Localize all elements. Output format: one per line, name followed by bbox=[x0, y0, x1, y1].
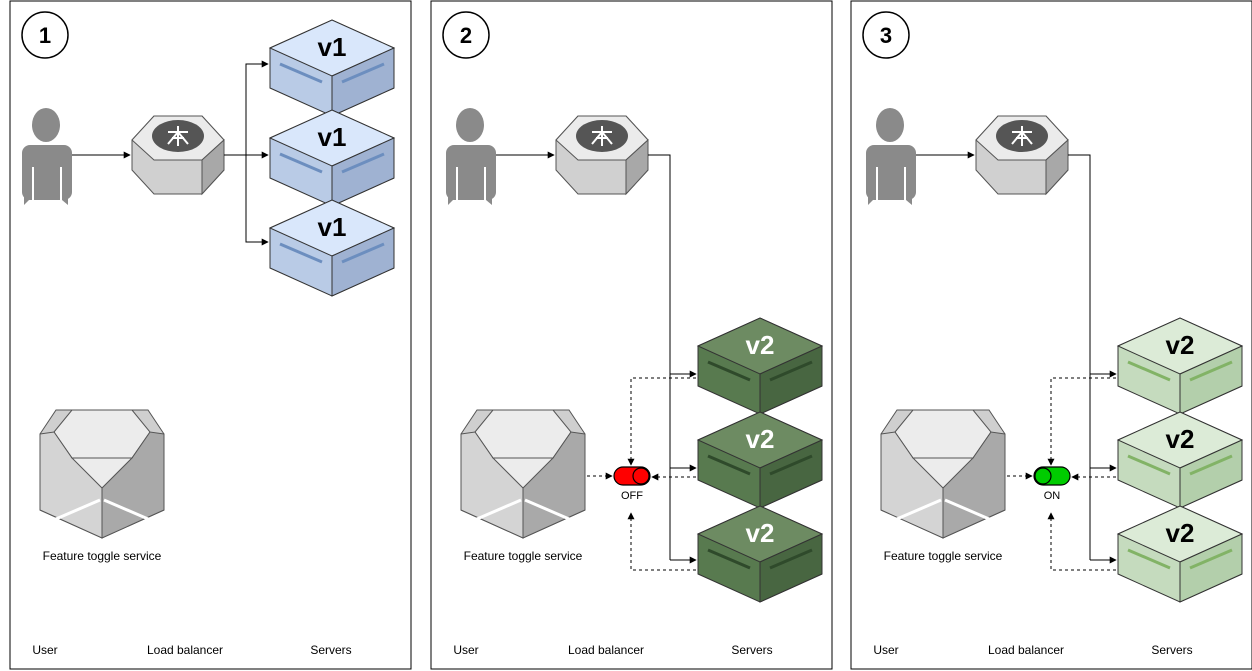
feature-toggle-service-icon bbox=[39, 409, 165, 539]
lb-to-server-1-arrow bbox=[245, 60, 269, 155]
step-number-circle bbox=[21, 11, 69, 59]
step-number-circle bbox=[862, 11, 910, 59]
lb-to-server-3-arrow bbox=[245, 155, 269, 246]
server-version-label: v1 bbox=[318, 212, 347, 242]
toggle-state-label: ON bbox=[1044, 490, 1061, 502]
server-version-label: v2 bbox=[1166, 330, 1195, 360]
feature-toggle-service-label: Feature toggle service bbox=[43, 549, 162, 563]
servers-caption: Servers bbox=[731, 643, 772, 657]
server-3-to-toggle-arrow bbox=[627, 512, 696, 571]
load-balancer-icon bbox=[131, 115, 225, 196]
feature-toggle-service-label: Feature toggle service bbox=[884, 549, 1003, 563]
server-1-to-toggle-arrow bbox=[627, 377, 696, 466]
toggle-switch-off bbox=[613, 466, 651, 486]
server-version-label: v2 bbox=[1166, 518, 1195, 548]
server-version-label: v1 bbox=[318, 122, 347, 152]
user-icon bbox=[22, 108, 72, 205]
load-balancer-icon bbox=[975, 115, 1069, 196]
server-node: v2 bbox=[1116, 505, 1244, 603]
server-version-label: v2 bbox=[746, 330, 775, 360]
server-node: v2 bbox=[696, 505, 824, 603]
user-caption: User bbox=[32, 643, 57, 657]
server-node: v2 bbox=[1116, 411, 1244, 509]
server-node: v1 bbox=[268, 109, 396, 207]
server-node: v2 bbox=[696, 317, 824, 415]
load-balancer-caption: Load balancer bbox=[147, 643, 223, 657]
server-1-to-toggle-arrow bbox=[1047, 377, 1116, 466]
load-balancer-caption: Load balancer bbox=[568, 643, 644, 657]
step-number: 3 bbox=[880, 23, 892, 48]
server-3-to-toggle-arrow bbox=[1047, 512, 1116, 571]
toggle-state-label: OFF bbox=[621, 490, 643, 502]
step-number: 2 bbox=[460, 23, 472, 48]
user-caption: User bbox=[453, 643, 478, 657]
servers-caption: Servers bbox=[1151, 643, 1192, 657]
server-node: v2 bbox=[696, 411, 824, 509]
step-number: 1 bbox=[39, 23, 51, 48]
load-balancer-icon bbox=[555, 115, 649, 196]
servers-caption: Servers bbox=[310, 643, 351, 657]
server-version-label: v2 bbox=[1166, 424, 1195, 454]
server-version-label: v2 bbox=[746, 518, 775, 548]
step-number-circle bbox=[442, 11, 490, 59]
server-version-label: v2 bbox=[746, 424, 775, 454]
lb-trunk-line bbox=[1068, 154, 1091, 560]
user-icon bbox=[446, 108, 496, 205]
server-node: v2 bbox=[1116, 317, 1244, 415]
server-version-label: v1 bbox=[318, 32, 347, 62]
feature-toggle-service-label: Feature toggle service bbox=[464, 549, 583, 563]
feature-toggle-service-icon bbox=[880, 409, 1006, 539]
user-caption: User bbox=[873, 643, 898, 657]
server-node: v1 bbox=[268, 19, 396, 117]
toggle-switch-on bbox=[1033, 466, 1071, 486]
load-balancer-caption: Load balancer bbox=[988, 643, 1064, 657]
user-icon bbox=[866, 108, 916, 205]
lb-trunk-line bbox=[648, 154, 671, 560]
server-node: v1 bbox=[268, 199, 396, 297]
feature-toggle-service-icon bbox=[460, 409, 586, 539]
